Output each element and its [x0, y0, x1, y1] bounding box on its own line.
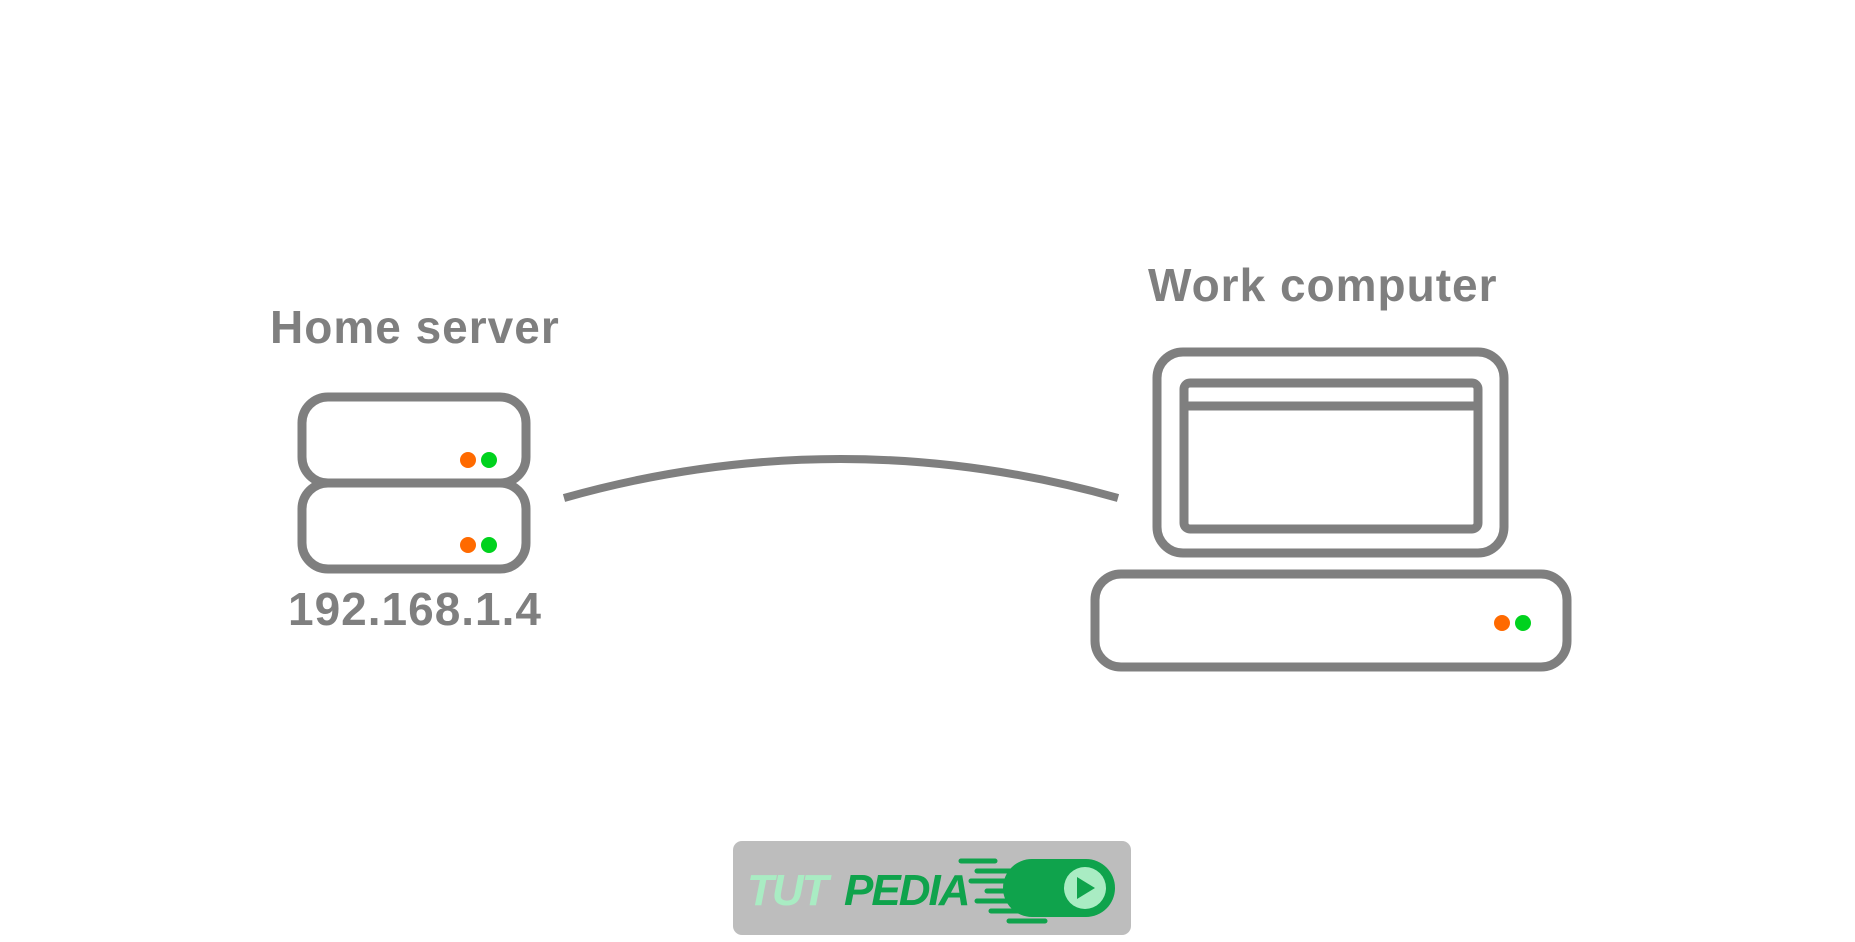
tutpedia-logo: TUT PEDIA: [733, 841, 1131, 935]
server-status-leds: [460, 452, 497, 553]
led-green-icon: [481, 537, 497, 553]
connection-line: [562, 455, 1120, 502]
server-rack-icon: [297, 392, 531, 574]
home-server-label: Home server: [270, 301, 560, 353]
logo-text-tut: TUT: [747, 866, 832, 915]
computer-status-leds: [1494, 615, 1531, 631]
led-green-icon: [1515, 615, 1531, 631]
play-button-icon: [1003, 859, 1115, 917]
led-orange-icon: [1494, 615, 1510, 631]
home-server-ip: 192.168.1.4: [288, 583, 543, 635]
monitor-outline: [1152, 347, 1509, 558]
logo-text-pedia: PEDIA: [844, 866, 968, 915]
computer-base: [1090, 569, 1572, 672]
led-green-icon: [481, 452, 497, 468]
desktop-computer-icon: [1090, 347, 1572, 672]
led-orange-icon: [460, 537, 476, 553]
work-computer-label: Work computer: [1148, 259, 1498, 311]
led-orange-icon: [460, 452, 476, 468]
monitor-screen: [1179, 378, 1483, 534]
